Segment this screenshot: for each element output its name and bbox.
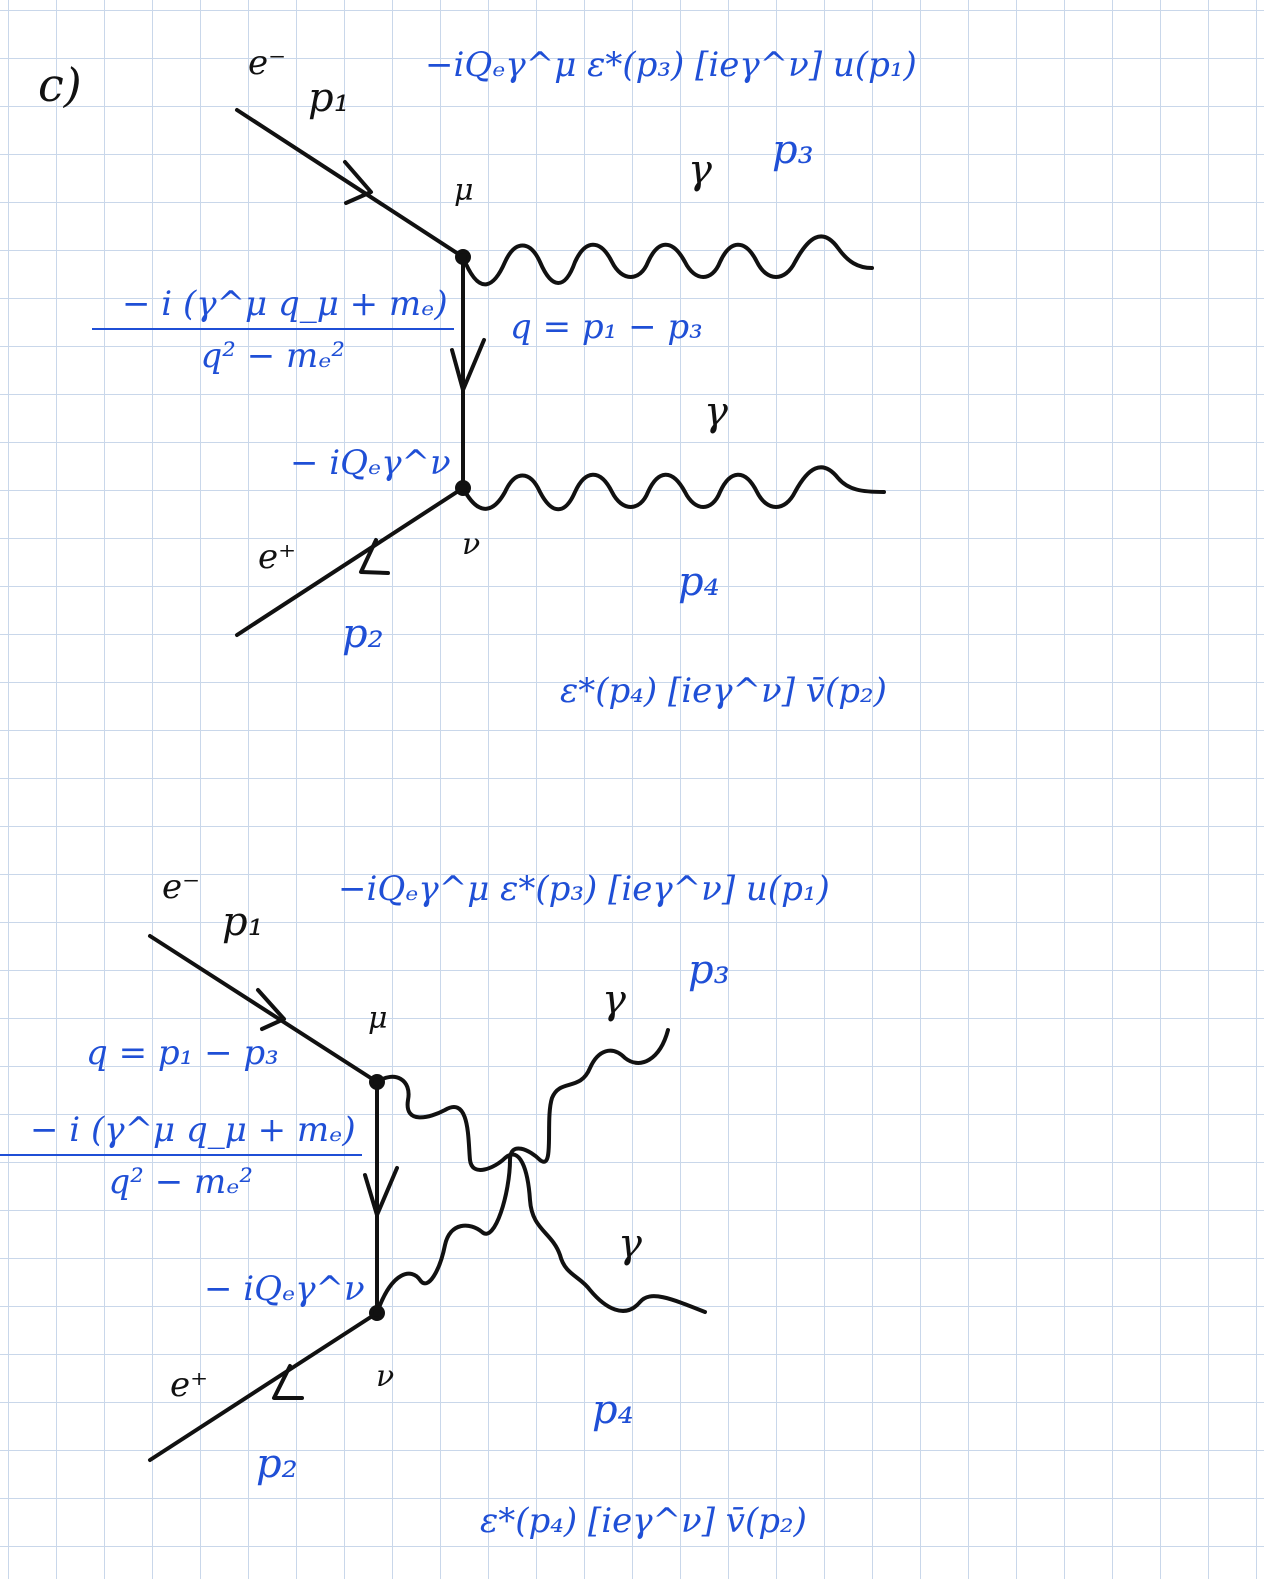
photon-crossed-b <box>375 1028 670 1315</box>
positron-line-2 <box>148 1311 379 1462</box>
q-definition-2: q = p₁ − p₃ <box>86 1033 279 1073</box>
electron-arrow-1 <box>343 160 373 205</box>
mu-label-2: μ <box>368 1001 388 1036</box>
photon-crossed-a <box>375 1074 707 1314</box>
top-vertex-factor-2: −iQₑγ^μ ε*(p₃) [ieγ^ν] u(p₁) <box>338 869 830 909</box>
vertex-mu-1 <box>455 249 471 265</box>
positron-arrow-1 <box>359 538 390 575</box>
electron-line-1 <box>235 108 465 259</box>
p1-label-2: p₁ <box>222 899 264 945</box>
gamma-top-label-2: γ <box>602 977 626 1023</box>
gamma-bottom-label-1: γ <box>704 389 728 435</box>
vertex-mu-2 <box>369 1074 385 1090</box>
electron-label-1: e⁻ <box>248 43 287 83</box>
bottom-vertex-factor-1: − iQₑγ^ν <box>290 443 451 483</box>
positron-label-1: e⁺ <box>258 537 297 577</box>
p1-label-1: p₁ <box>308 75 350 121</box>
electron-label-2: e⁻ <box>162 867 201 907</box>
mu-label-1: μ <box>454 173 474 208</box>
propagator-arrow-2 <box>363 1166 399 1217</box>
vertex-nu-2 <box>369 1305 385 1321</box>
part-label: c) <box>38 58 82 112</box>
p4-label-1: p₄ <box>678 559 720 605</box>
bottom-vertex-factor-2: − iQₑγ^ν <box>204 1269 365 1309</box>
p2-label-1: p₂ <box>342 611 384 657</box>
fraction-bar-2 <box>0 1154 362 1156</box>
propagator-numerator-2: − i (γ^μ q_μ + mₑ) <box>30 1110 356 1150</box>
vertex-nu-1 <box>455 480 471 496</box>
propagator-numerator-1: − i (γ^μ q_μ + mₑ) <box>122 284 448 324</box>
propagator-fraction-2: − i (γ^μ q_μ + mₑ) q² − mₑ² <box>0 1110 362 1202</box>
propagator-denominator-1: q² − mₑ² <box>200 336 346 376</box>
p3-label-2: p₃ <box>688 947 730 993</box>
propagator-fraction-1: − i (γ^μ q_μ + mₑ) q² − mₑ² <box>92 284 454 376</box>
gamma-top-label-1: γ <box>688 147 712 193</box>
bottom-factor-1: ε*(p₄) [ieγ^ν] v̄(p₂) <box>560 671 887 711</box>
diagram-1 <box>235 108 886 637</box>
propagator-denominator-2: q² − mₑ² <box>108 1162 254 1202</box>
positron-label-2: e⁺ <box>170 1365 209 1405</box>
photon-top-1 <box>461 234 874 287</box>
positron-line-1 <box>235 486 465 637</box>
gamma-bottom-label-2: γ <box>618 1221 642 1267</box>
electron-arrow-2 <box>256 988 286 1031</box>
p3-label-1: p₃ <box>772 127 814 173</box>
photon-bottom-1 <box>461 465 886 512</box>
fraction-bar-1 <box>92 328 454 330</box>
q-definition-1: q = p₁ − p₃ <box>510 307 703 347</box>
propagator-arrow-1 <box>450 338 486 392</box>
electron-line-2 <box>148 934 379 1084</box>
positron-arrow-2 <box>272 1364 304 1400</box>
bottom-factor-2: ε*(p₄) [ieγ^ν] v̄(p₂) <box>480 1501 807 1541</box>
p4-label-2: p₄ <box>592 1387 634 1433</box>
top-vertex-factor-1: −iQₑγ^μ ε*(p₃) [ieγ^ν] u(p₁) <box>425 45 917 85</box>
nu-label-2: ν <box>376 1359 395 1394</box>
diagram-2 <box>148 934 707 1462</box>
nu-label-1: ν <box>462 527 481 562</box>
p2-label-2: p₂ <box>256 1441 298 1487</box>
